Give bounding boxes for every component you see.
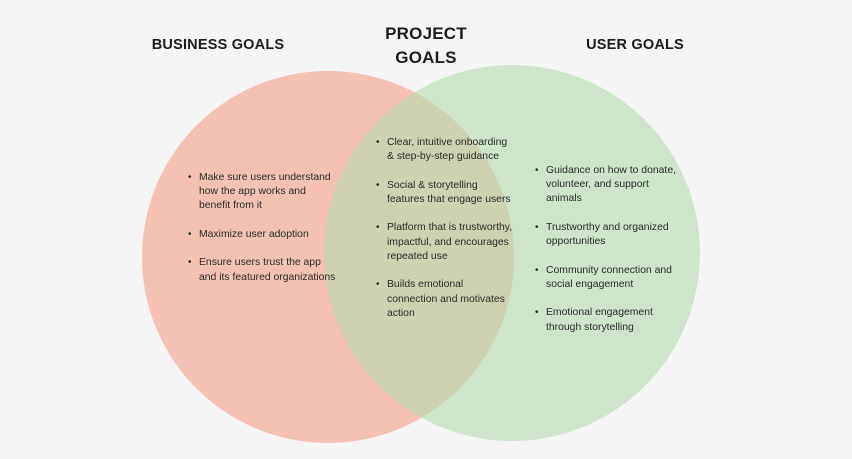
project-goals-heading: PROJECT GOALS [366, 22, 486, 70]
list-item: Clear, intuitive onboarding & step-by-st… [376, 136, 516, 164]
list-item: Guidance on how to donate, volunteer, an… [535, 164, 685, 207]
list-item: Platform that is trustworthy, impactful,… [376, 221, 516, 264]
user-goals-list: Guidance on how to donate, volunteer, an… [535, 164, 685, 349]
list-item: Emotional engagement through storytellin… [535, 306, 685, 334]
user-goals-heading: USER GOALS [586, 37, 684, 53]
list-item: Builds emotional connection and motivate… [376, 278, 516, 321]
project-goals-heading-line1: PROJECT [385, 24, 467, 43]
list-item: Trustworthy and organized opportunities [535, 221, 685, 249]
list-item: Ensure users trust the app and its featu… [188, 256, 338, 284]
project-goals-list: Clear, intuitive onboarding & step-by-st… [376, 136, 516, 335]
list-item: Make sure users understand how the app w… [188, 171, 338, 214]
project-goals-heading-line2: GOALS [395, 48, 457, 67]
list-item: Maximize user adoption [188, 228, 338, 242]
list-item: Social & storytelling features that enga… [376, 179, 516, 207]
business-goals-heading: BUSINESS GOALS [151, 37, 285, 53]
list-item: Community connection and social engageme… [535, 264, 685, 292]
business-goals-list: Make sure users understand how the app w… [188, 171, 338, 299]
